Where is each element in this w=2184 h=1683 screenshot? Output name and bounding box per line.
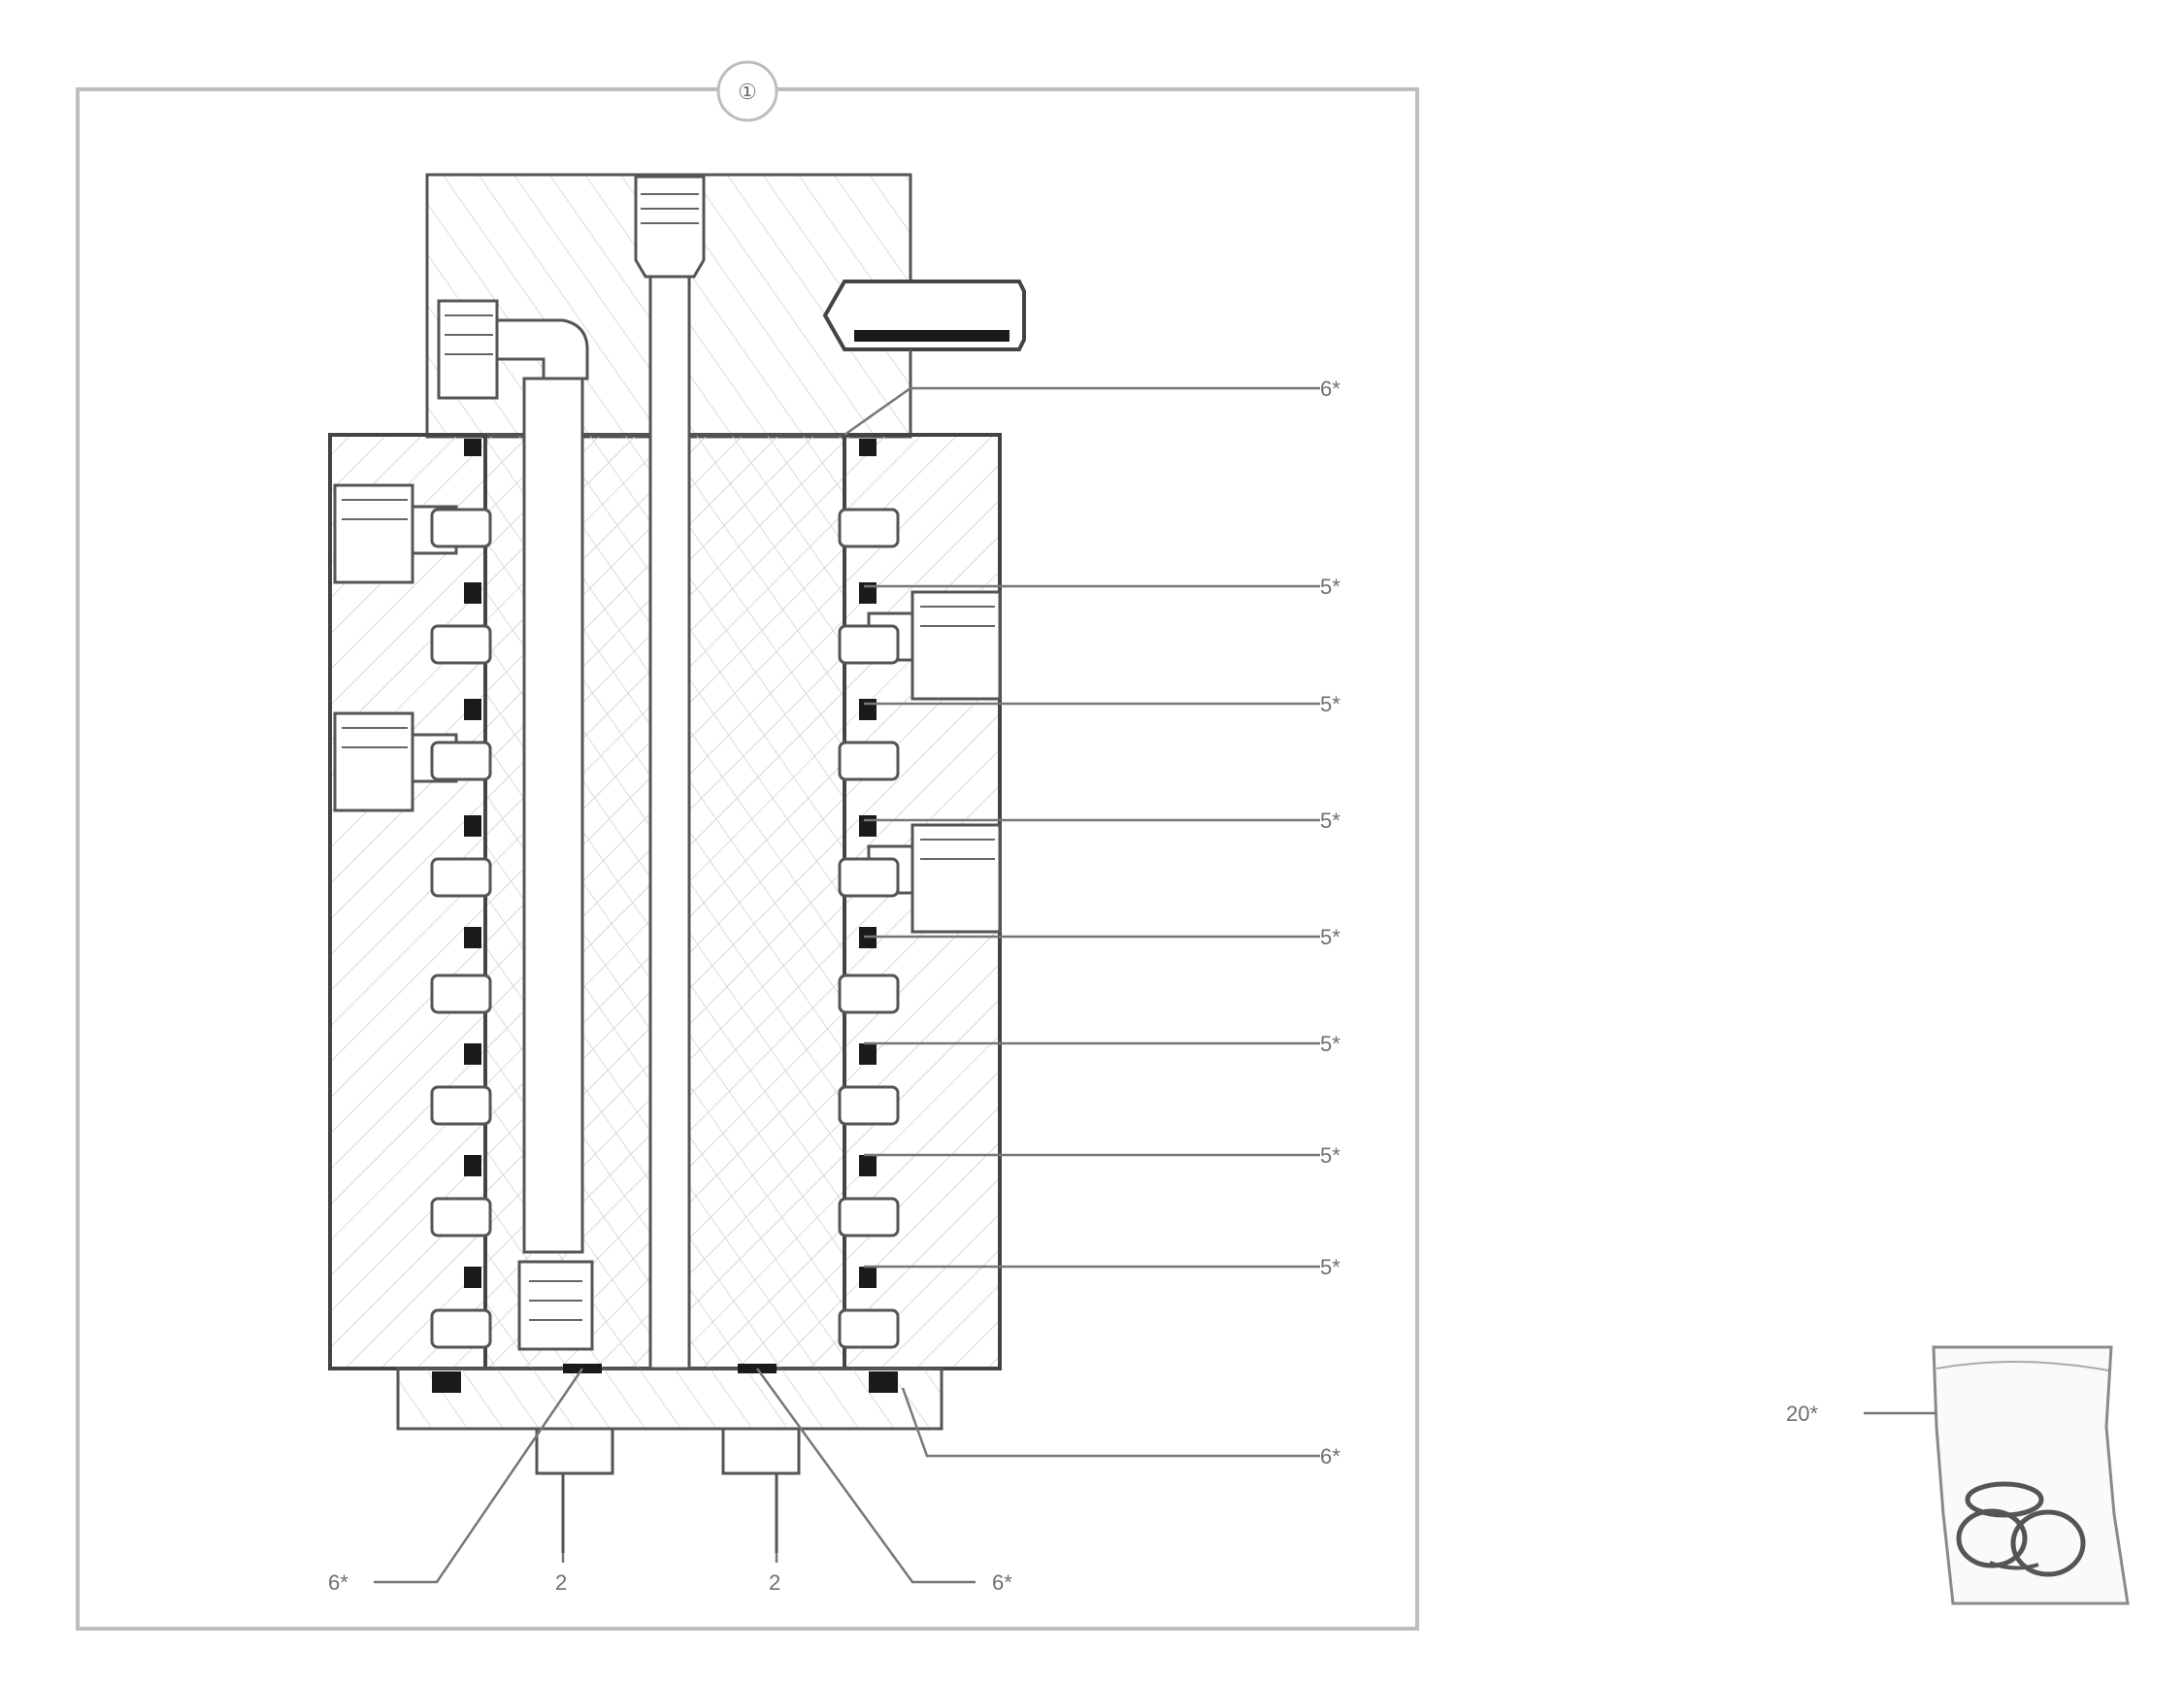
bottom-leaders [374,1368,976,1584]
groove-ring [430,624,492,665]
callout-20-kit: 20* [1786,1402,1818,1426]
left-grooves [430,439,492,1349]
callout-5-b: 5* [1320,692,1340,716]
seal-ring [859,1043,877,1065]
callout-2-left: 2 [555,1570,567,1595]
groove-ring [838,1085,900,1126]
seal-ring [464,1155,481,1176]
groove-ring [430,508,492,548]
groove-ring [838,857,900,898]
seal-ring [464,699,481,720]
callout-5-e: 5* [1320,1032,1340,1056]
bottom-plate [396,1364,943,1553]
seal-ring [859,439,877,456]
callout-5-a: 5* [1320,575,1340,599]
callout-5-g: 5* [1320,1255,1340,1279]
groove-ring [430,1308,492,1349]
groove-ring [838,508,900,548]
callout-6-bottom-right: 6* [1320,1444,1340,1468]
seal-ring [464,582,481,604]
seal-ring [859,1267,877,1288]
callout-6-top: 6* [1320,377,1340,401]
callout-6-bottom-left: 6* [328,1570,348,1595]
seal-ring [464,815,481,837]
callout-5-d: 5* [1320,925,1340,949]
seal-ring [464,927,481,948]
frame-marker-circle [716,60,778,122]
groove-ring [838,1308,900,1349]
side-plug [822,280,1026,432]
right-grooves [838,439,900,1349]
groove-ring [430,857,492,898]
callout-6-bottom-center: 6* [992,1570,1012,1595]
groove-ring [838,974,900,1014]
groove-ring [430,1197,492,1238]
seal-ring [859,815,877,837]
groove-ring [838,624,900,665]
seal-ring [464,1267,481,1288]
groove-ring [838,1197,900,1238]
right-leaders [844,386,1320,1458]
seal-ring [859,1155,877,1176]
callout-5-c: 5* [1320,808,1340,833]
seal-kit-bag [1864,1345,2130,1605]
groove-ring [430,974,492,1014]
groove-ring [430,741,492,781]
groove-ring [430,1085,492,1126]
seal-ring [859,699,877,720]
callout-2-right: 2 [769,1570,780,1595]
seal-ring [464,439,481,456]
seal-ring [859,582,877,604]
seal-ring [464,1043,481,1065]
frame-marker-label: ① [738,80,757,104]
callout-5-f: 5* [1320,1143,1340,1168]
groove-ring [838,741,900,781]
